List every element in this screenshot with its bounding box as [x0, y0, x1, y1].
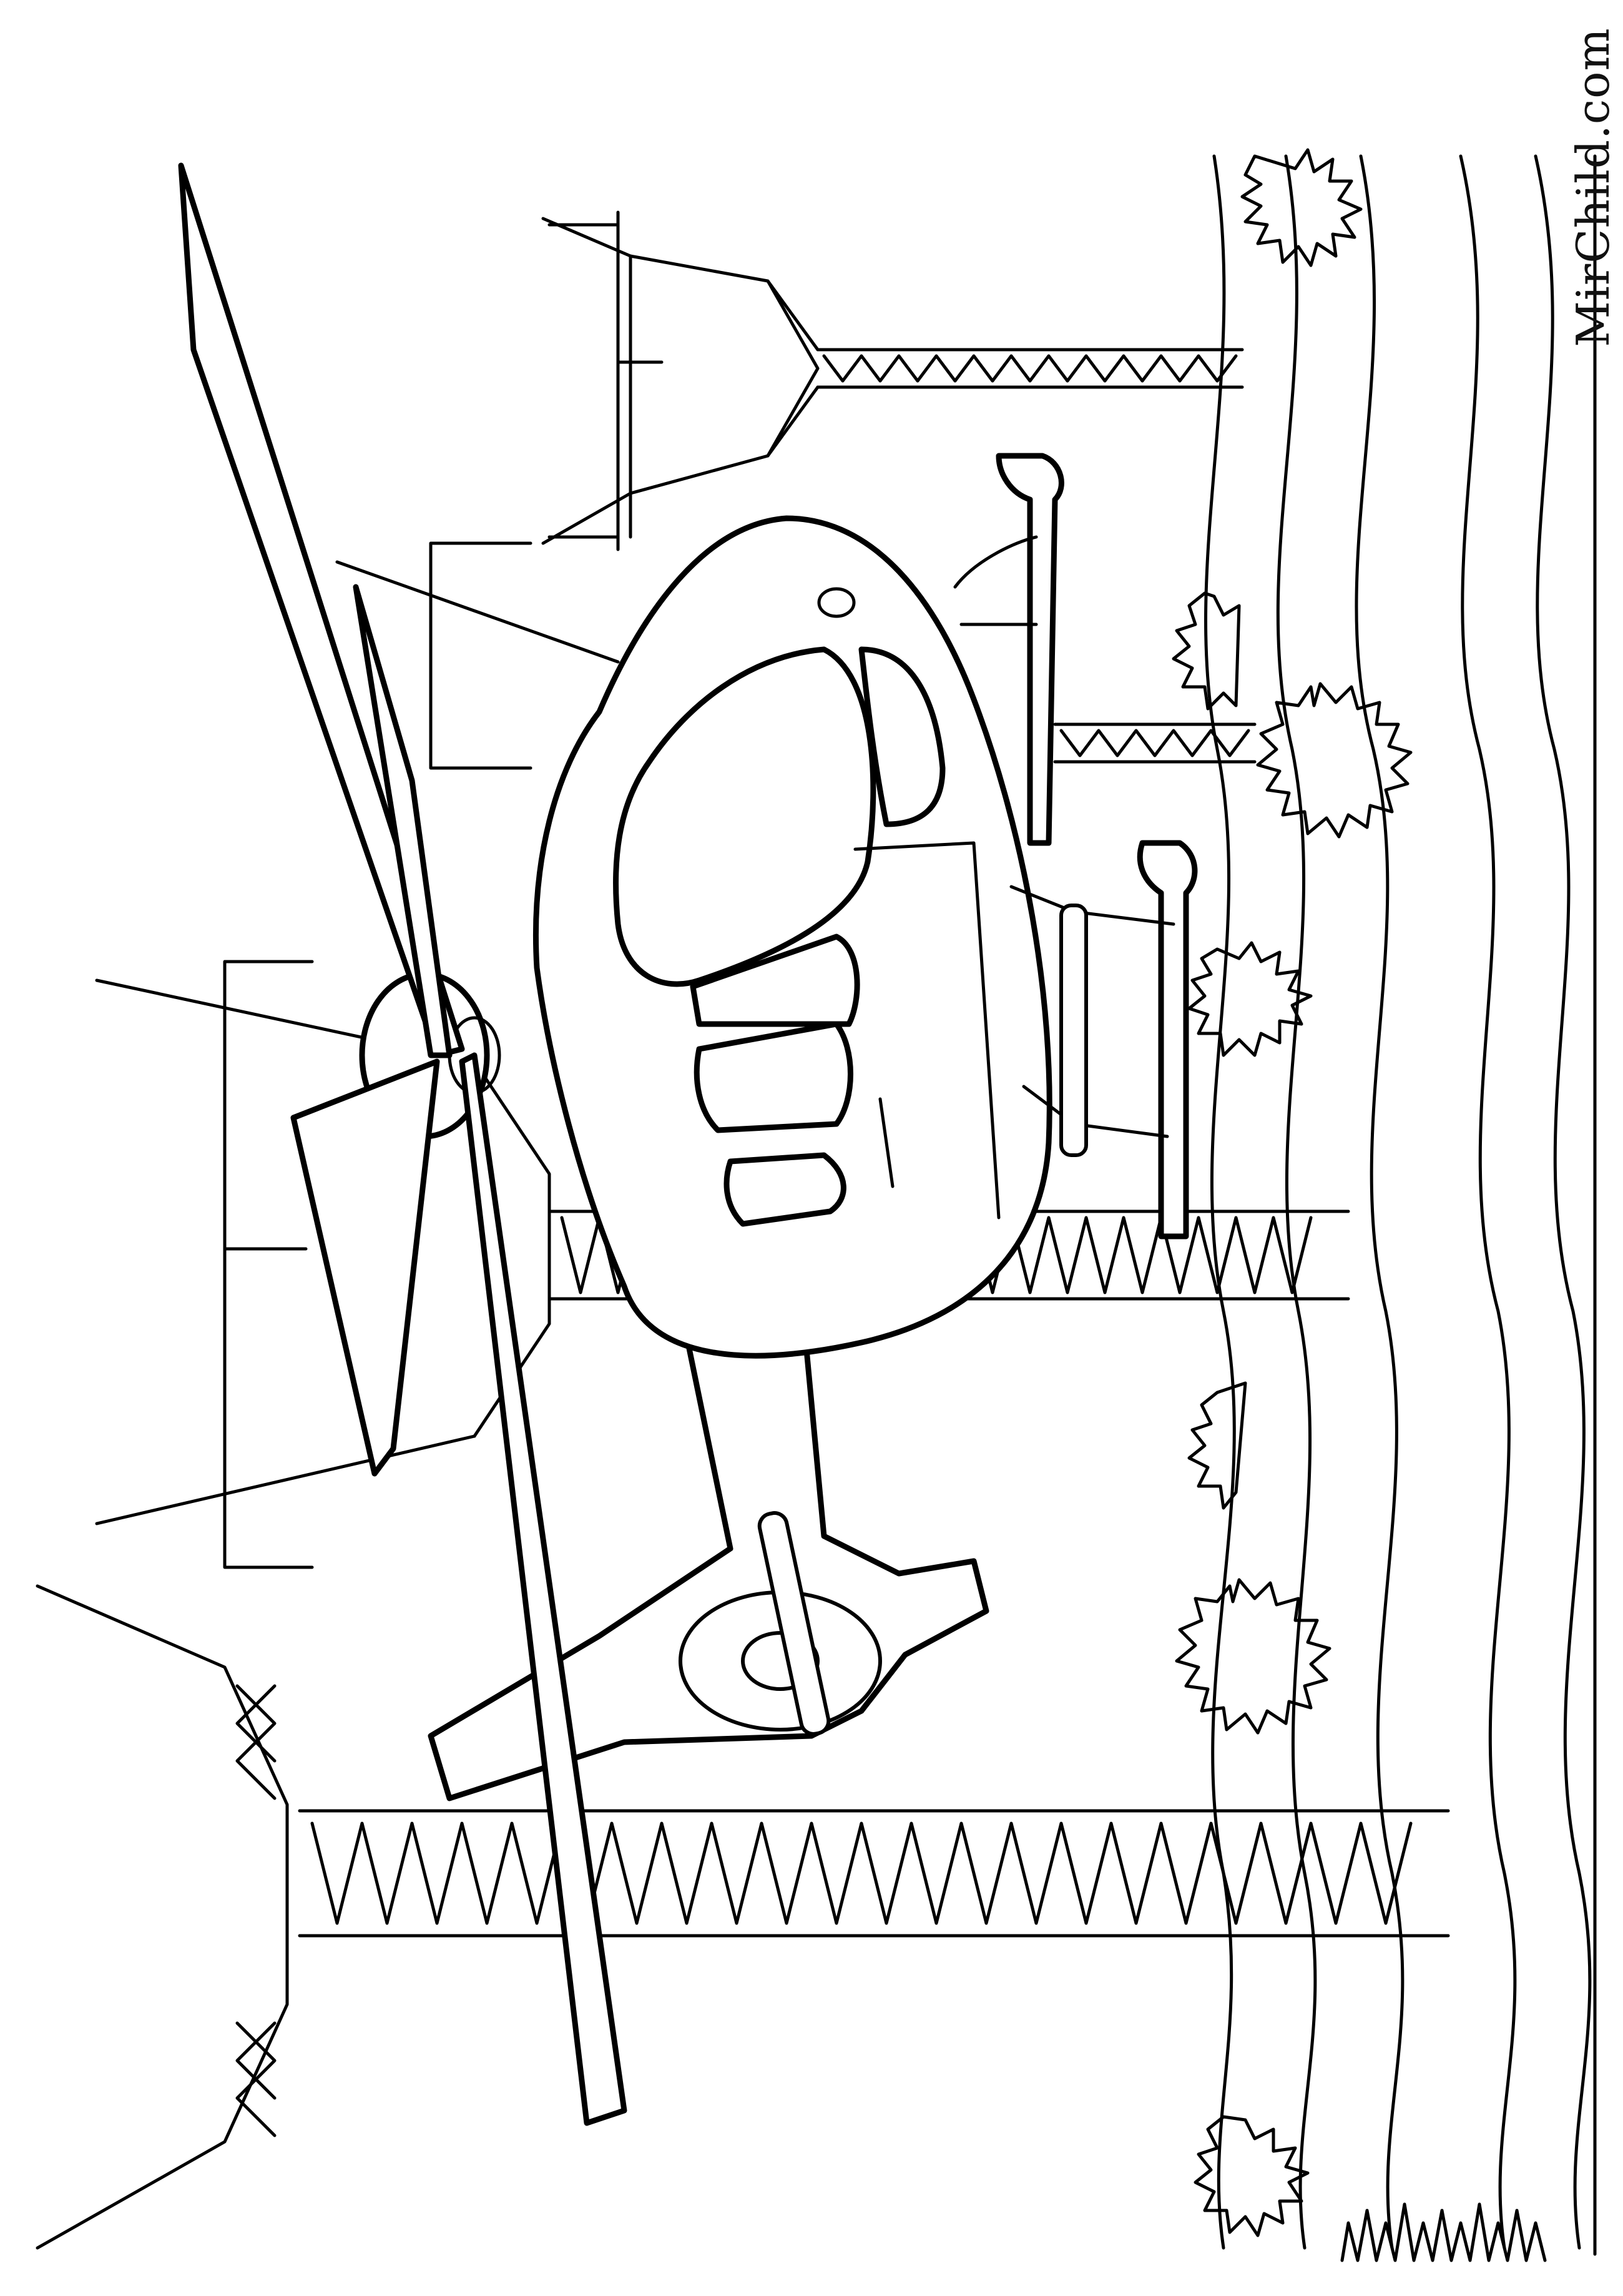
helicopter-door-line	[853, 841, 1001, 1219]
pylon-middle	[335, 541, 1257, 770]
ground-line-1	[1204, 154, 1236, 2250]
grass-tufts	[1340, 2202, 1547, 2262]
helicopter-door-window-1	[690, 934, 860, 1027]
bush-4	[1187, 941, 1313, 1057]
ground-lines	[1204, 154, 1597, 2256]
helicopter-door-handle	[878, 1097, 895, 1188]
bush-1	[1240, 148, 1363, 267]
helicopter-sensor	[817, 587, 856, 618]
helicopter	[178, 162, 1198, 2126]
bush-3	[1256, 682, 1413, 839]
helicopter-skid-top	[996, 453, 1064, 846]
ground-line-5	[1534, 154, 1592, 2250]
ground-line-4	[1459, 154, 1517, 2250]
ground-line-2	[1276, 154, 1317, 2250]
helicopter-rotor-blade-3	[290, 1058, 440, 1477]
helicopter-windshield	[613, 646, 876, 987]
bush-2	[1172, 591, 1241, 711]
pylon-top	[541, 210, 1244, 551]
helicopter-rotor-blade-4	[353, 584, 453, 1058]
helicopter-door-window-2	[694, 1021, 853, 1133]
bush-5	[1187, 1381, 1247, 1510]
helicopter-side-window	[858, 646, 946, 827]
bush-6	[1175, 1578, 1331, 1735]
bush-7	[1194, 2115, 1310, 2237]
watermark-text: MirChild.com	[1567, 27, 1619, 347]
bushes	[1172, 148, 1547, 2262]
pylon-bottom	[36, 1584, 1450, 2250]
ground-line-3	[1355, 154, 1405, 2250]
helicopter-door-window-3	[723, 1152, 846, 1227]
helicopter-rotor-blade-2	[459, 1052, 627, 2126]
helicopter-skid-bottom	[1137, 840, 1198, 1239]
helicopter-tail-rod	[757, 1511, 831, 1736]
